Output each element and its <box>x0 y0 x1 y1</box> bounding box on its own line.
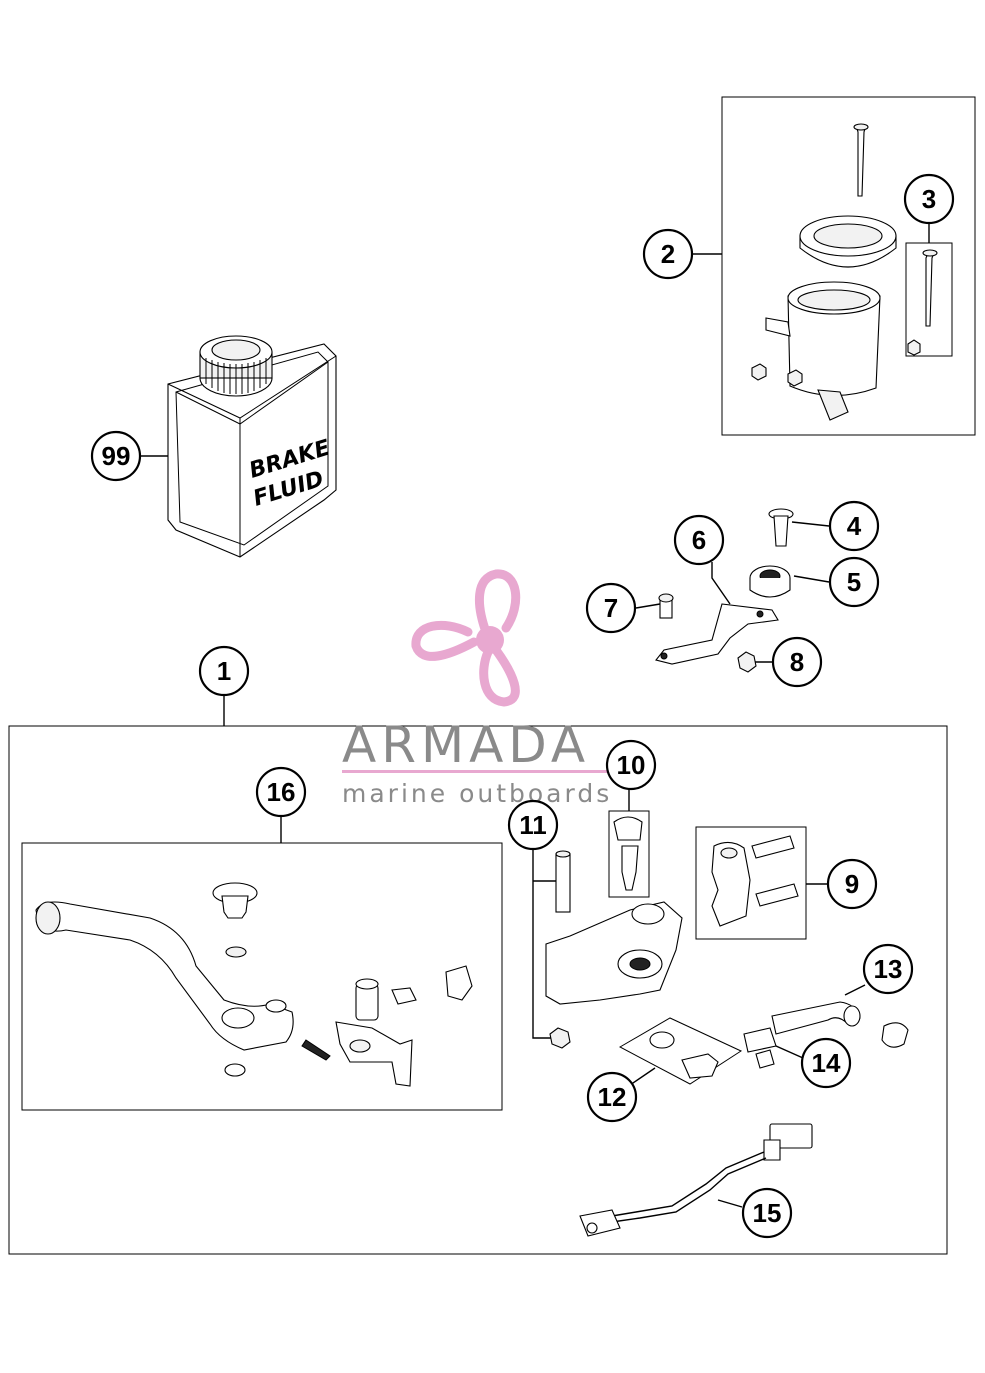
callout-7-label: 7 <box>604 593 618 623</box>
callout-10-label: 10 <box>617 750 646 780</box>
callout-1[interactable]: 1 <box>198 645 250 697</box>
group-box-12 <box>618 1017 743 1085</box>
callout-4[interactable]: 4 <box>828 500 880 552</box>
callout-4-label: 4 <box>847 511 862 541</box>
master-cylinder-assembly <box>545 816 799 1079</box>
callout-13[interactable]: 13 <box>862 943 914 995</box>
callout-6[interactable]: 6 <box>673 514 725 566</box>
bracket-parts <box>655 508 794 673</box>
callout-10[interactable]: 10 <box>605 739 657 791</box>
callout-16-label: 16 <box>267 777 296 807</box>
callout-9[interactable]: 9 <box>826 858 878 910</box>
callout-6-label: 6 <box>692 525 706 555</box>
callout-99[interactable]: 99 <box>90 430 142 482</box>
callout-5-label: 5 <box>847 567 861 597</box>
callout-7[interactable]: 7 <box>585 582 637 634</box>
watermark: ARMADA marine outboards <box>342 569 638 808</box>
callout-9-label: 9 <box>845 869 859 899</box>
callout-16[interactable]: 16 <box>255 766 307 818</box>
propeller-logo <box>411 569 521 707</box>
watermark-divider <box>342 770 638 773</box>
callout-3-label: 3 <box>922 184 936 214</box>
callout-1-label: 1 <box>217 656 231 686</box>
callout-2-label: 2 <box>661 239 675 269</box>
callout-14[interactable]: 14 <box>800 1037 852 1089</box>
hose-assembly <box>743 1001 909 1069</box>
watermark-title: ARMADA <box>342 716 590 774</box>
group-box-1 <box>8 725 948 1255</box>
callout-15-label: 15 <box>753 1198 782 1228</box>
callout-5[interactable]: 5 <box>828 556 880 608</box>
callout-12[interactable]: 12 <box>586 1071 638 1123</box>
brake-fluid-bottle: BRAKE FLUID <box>167 335 337 558</box>
callout-12-label: 12 <box>598 1082 627 1112</box>
reservoir-assembly <box>751 123 938 421</box>
callout-3[interactable]: 3 <box>903 173 955 225</box>
callout-99-label: 99 <box>102 441 131 471</box>
callout-11-label: 11 <box>519 810 547 840</box>
brake-switch-wire <box>579 1123 813 1237</box>
group-box-2 <box>721 96 976 436</box>
callout-8[interactable]: 8 <box>771 636 823 688</box>
watermark-subtitle: marine outboards <box>342 779 612 808</box>
callout-2[interactable]: 2 <box>642 228 694 280</box>
callout-15[interactable]: 15 <box>741 1187 793 1239</box>
group-box-9 <box>695 826 807 940</box>
callout-8-label: 8 <box>790 647 804 677</box>
brake-lever-assembly <box>35 882 473 1087</box>
group-box-16 <box>21 842 503 1111</box>
callout-11[interactable]: 11 <box>507 799 559 851</box>
callout-14-label: 14 <box>812 1048 841 1078</box>
callout-13-label: 13 <box>874 954 903 984</box>
